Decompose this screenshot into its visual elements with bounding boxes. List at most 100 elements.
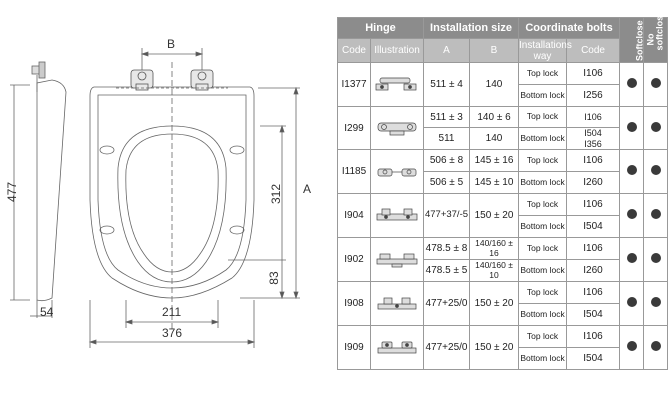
row-way-bottom: Bottom lock	[518, 215, 568, 238]
row-no-softclose	[643, 62, 669, 107]
row-softclose	[619, 237, 645, 282]
dim-b-label: B	[167, 37, 176, 51]
row-no-softclose	[643, 149, 669, 194]
table-row: 511 140 Bottom lock I504 I356	[338, 127, 668, 150]
row-bolt-bottom: I504	[566, 303, 621, 326]
row-way-bottom: Bottom lock	[518, 127, 568, 150]
dim-376-label: 376	[162, 326, 183, 340]
row-way-bottom: Bottom lock	[518, 347, 568, 370]
row-no-softclose	[643, 325, 669, 370]
dim-211-label: 211	[162, 305, 182, 319]
row-way-top: Top lock	[518, 149, 568, 172]
row-way-bottom: Bottom lock	[518, 259, 568, 282]
row-softclose	[619, 62, 645, 107]
softclose-dot-icon	[626, 341, 637, 351]
hinge-illustration-icon	[375, 77, 417, 90]
row-softclose	[619, 325, 645, 370]
row-illustration	[370, 325, 424, 370]
row-code: I1377	[337, 62, 371, 107]
seat-opening	[117, 125, 227, 283]
header-illustration: Illustration	[370, 38, 424, 63]
no-softclose-dot-icon	[650, 165, 661, 175]
hinge-spec-table: Hinge Installation size Coordinate bolts…	[337, 11, 669, 370]
row-no-softclose	[643, 193, 669, 238]
row-no-softclose	[643, 106, 669, 150]
row-bolt-bottom: I504	[584, 128, 602, 139]
row-a-2: 511	[423, 127, 470, 150]
row-softclose	[619, 193, 645, 238]
no-softclose-dot-icon	[650, 341, 661, 351]
header-bolt-code: Code	[566, 38, 621, 63]
table-row: Bottom lock I256	[338, 84, 668, 107]
row-illustration	[370, 149, 424, 194]
no-softclose-dot-icon	[650, 253, 661, 263]
dim-477-label: 477	[5, 181, 19, 203]
row-bolt-bottom: I504	[566, 347, 621, 370]
header-softclose-text: Softclose	[634, 20, 645, 61]
row-softclose	[619, 149, 645, 194]
no-softclose-dot-icon	[650, 78, 661, 88]
table-row: 506 ± 5 145 ± 10 Bottom lock I260	[338, 171, 668, 194]
row-bolt-bottom: I260	[566, 171, 621, 194]
hinge-illustration-icon	[376, 253, 418, 267]
row-bolt-top: I106	[566, 237, 621, 260]
header-softclose: Softclose	[619, 17, 645, 63]
row-way-top: Top lock	[518, 106, 568, 128]
hinge-illustration-icon	[376, 208, 418, 220]
row-b: 150 ± 20	[468, 281, 520, 326]
row-illustration	[370, 193, 424, 238]
header-no-softclose: No softclose	[643, 11, 669, 63]
drawing-svg	[10, 48, 300, 348]
hinge-illustration-icon	[377, 168, 417, 176]
softclose-dot-icon	[626, 209, 637, 219]
softclose-dot-icon	[626, 121, 637, 132]
row-code: I909	[337, 325, 371, 370]
hinge-illustration-icon	[377, 341, 417, 353]
table-row: Bottom lock I504	[338, 303, 668, 326]
no-softclose-dot-icon	[650, 121, 661, 132]
row-bolt-bottom: I504	[566, 215, 621, 238]
row-a-2: 478.5 ± 5	[423, 259, 470, 282]
row-bolt-top: I106	[566, 325, 621, 348]
table-row: Bottom lock I504	[338, 347, 668, 370]
row-a: 511 ± 3	[423, 106, 470, 128]
no-softclose-dot-icon	[650, 209, 661, 219]
row-a: 477+25/0	[423, 325, 470, 370]
row-code: I902	[337, 237, 371, 282]
header-no-softclose-text: No softclose	[645, 11, 665, 51]
row-way-top: Top lock	[518, 281, 568, 304]
row-illustration	[370, 237, 424, 282]
header-b: B	[468, 38, 520, 63]
row-bolt-bottom-2: I356	[584, 138, 602, 149]
row-a: 506 ± 8	[423, 149, 470, 172]
dim-54-label: 54	[40, 305, 54, 319]
no-softclose-dot-icon	[650, 297, 661, 307]
row-a-2: 506 ± 5	[423, 171, 470, 194]
row-illustration	[370, 106, 424, 150]
row-way-top: Top lock	[518, 237, 568, 260]
row-b: 150 ± 20	[468, 325, 520, 370]
row-code: I908	[337, 281, 371, 326]
header-a: A	[423, 38, 470, 63]
row-code: I299	[337, 106, 371, 150]
dim-83-label: 83	[267, 271, 281, 285]
row-bolt-top: I106	[566, 106, 621, 128]
table-row: I1185 506 ± 8 145 ± 16 Top lock I106	[337, 149, 669, 194]
softclose-dot-icon	[626, 165, 637, 175]
row-bolt-top: I106	[566, 62, 621, 85]
table-row: I908 477+25/0 150 ± 20 Top lock I106	[337, 281, 669, 326]
table-row: I909 477+25/0 150 ± 20 Top lock I106	[337, 325, 669, 370]
hinge-left	[130, 69, 154, 91]
row-b: 150 ± 20	[468, 193, 520, 238]
dim-312-label: 312	[269, 183, 283, 205]
hinge-right	[190, 69, 214, 91]
header-installation-size: Installation size	[422, 17, 520, 39]
table-body: I1377 511 ± 4 140 Top lock I106 Bottom l…	[337, 62, 669, 370]
header-coordinate-bolts: Coordinate bolts	[518, 17, 621, 39]
row-b: 140	[468, 62, 520, 107]
row-way-bottom: Bottom lock	[518, 84, 568, 107]
row-softclose	[619, 281, 645, 326]
table-row: I902 478.5 ± 8 140/160 ± 16 Top lock I10…	[337, 237, 669, 282]
row-way-top: Top lock	[518, 193, 568, 216]
dim-a-label: A	[303, 182, 312, 196]
